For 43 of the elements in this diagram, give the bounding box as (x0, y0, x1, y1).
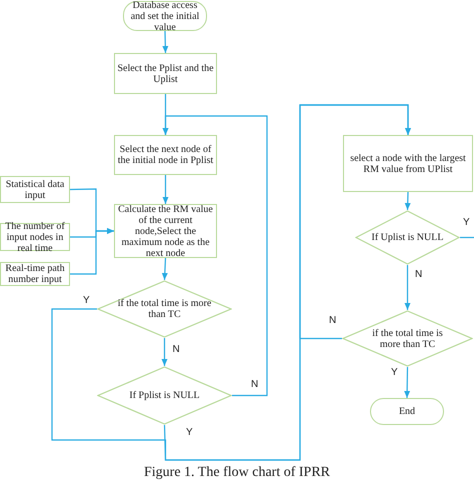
node-text: Select the Pplist and the Uplist (117, 62, 214, 84)
edge-label: N (172, 345, 181, 355)
caption: Figure 1. The flow chart of IPRR (143, 466, 331, 480)
node-text: If Pplist is NULL (129, 390, 200, 401)
node-text: if the total time is more than TC (117, 298, 212, 320)
arrow (162, 338, 168, 366)
node-text: Statistical data input (4, 178, 66, 200)
node-text: select a node with the largest RM value from UPlist (349, 152, 467, 174)
decision-diamond (342, 310, 473, 367)
edge-label: N (414, 270, 424, 280)
arrow (162, 175, 168, 204)
process-box (114, 53, 217, 94)
process-box (114, 135, 217, 175)
decision-diamond (355, 210, 460, 265)
terminal-shape (370, 398, 444, 425)
arrow (162, 115, 268, 396)
node-text: Real-time path number input (4, 263, 66, 285)
node-text: If Uplist is NULL (372, 232, 444, 243)
edge-label: N (328, 316, 338, 326)
node-text: Calculate the RM value of the current node,Select the maximum node as the next node (117, 204, 214, 258)
edge-label: Y (185, 428, 194, 438)
process-box (0, 176, 70, 203)
node-text: Database access and set the initial value (130, 0, 200, 32)
process-box (0, 262, 70, 286)
node-text: The number of input nodes in real time (4, 220, 66, 254)
node-text: if the total time is more than TC (371, 328, 444, 350)
edge-label: Y (82, 296, 91, 306)
process-box (343, 135, 473, 192)
edge-label: N (250, 380, 260, 390)
arrow (70, 228, 114, 275)
arrow (404, 192, 411, 210)
arrow (404, 366, 410, 398)
node-text: End (398, 406, 416, 417)
terminal-shape (123, 1, 207, 31)
arrow (162, 258, 168, 280)
arrow (404, 265, 410, 310)
arrow (299, 104, 411, 340)
decision-diamond (97, 366, 232, 425)
decision-diamond (97, 280, 232, 338)
arrow (162, 30, 168, 54)
edge-label: Y (462, 218, 471, 228)
edge-label: Y (390, 368, 399, 378)
node-text: Select the next node of the initial node in Pplist (117, 144, 214, 166)
